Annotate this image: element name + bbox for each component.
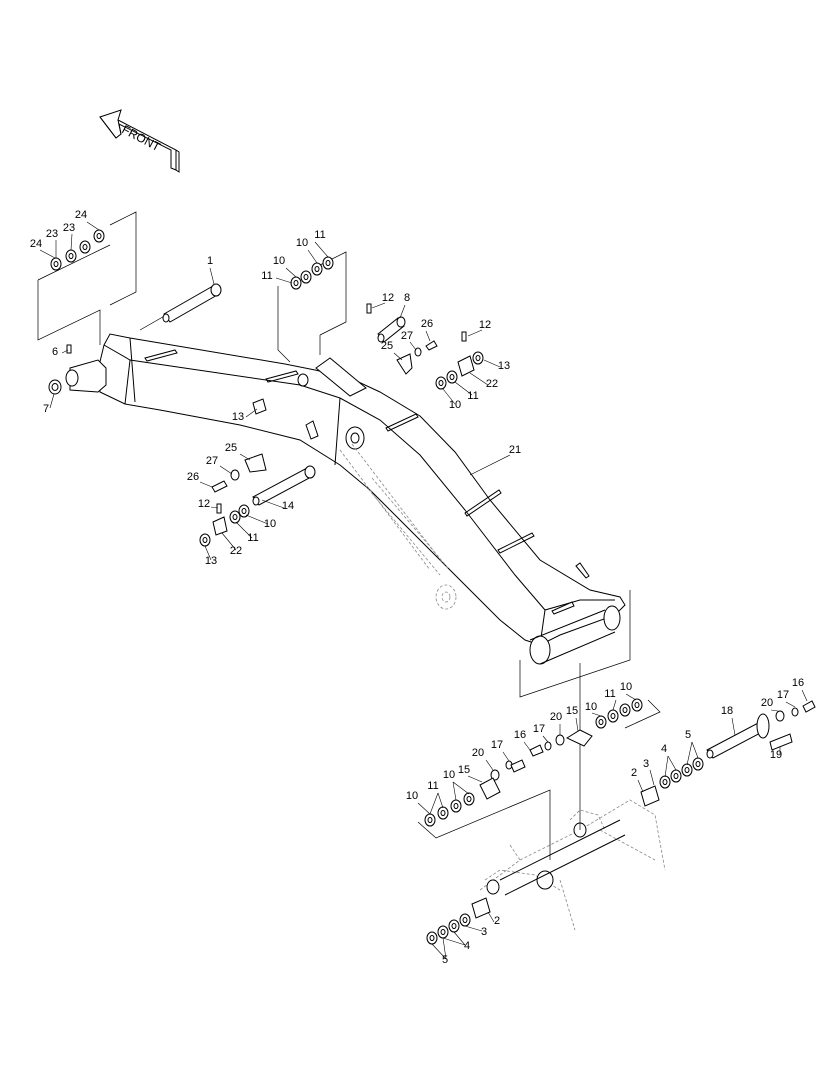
callout-3: 3 — [643, 758, 649, 770]
callout-8: 8 — [404, 292, 410, 304]
front-arrow-icon: FRONT — [99, 109, 180, 173]
callout-16: 16 — [514, 729, 526, 741]
callout-16: 16 — [792, 677, 804, 689]
callout-4: 4 — [661, 743, 667, 755]
callout-10: 10 — [264, 518, 276, 530]
boom-structure — [65, 333, 626, 665]
callout-17: 17 — [777, 689, 789, 701]
callout-5: 5 — [685, 729, 691, 741]
callout-20: 20 — [550, 711, 562, 723]
parts-group-lower-right — [640, 700, 816, 807]
callout-18: 18 — [721, 705, 733, 717]
callout-15: 15 — [566, 705, 578, 717]
callout-10: 10 — [406, 790, 418, 802]
detail-frames — [37, 211, 661, 860]
callout-10: 10 — [449, 399, 461, 411]
callout-2: 2 — [494, 915, 500, 927]
callout-26: 26 — [187, 471, 199, 483]
callout-10: 10 — [585, 701, 597, 713]
callout-11: 11 — [261, 270, 272, 282]
callout-21: 21 — [509, 444, 521, 456]
callout-10: 10 — [273, 255, 285, 267]
callout-10: 10 — [443, 769, 455, 781]
callout-10: 10 — [296, 237, 308, 249]
parts-group-mid-left — [199, 420, 319, 547]
leader-lines — [39, 221, 808, 960]
callout-27: 27 — [401, 330, 413, 342]
callout-27: 27 — [206, 455, 218, 467]
callout-12: 12 — [382, 292, 394, 304]
callout-3: 3 — [481, 926, 487, 938]
parts-group-top-middle — [252, 256, 484, 415]
callout-11: 11 — [604, 688, 615, 700]
callout-13: 13 — [205, 555, 217, 567]
callout-13: 13 — [498, 360, 510, 372]
callout-12: 12 — [479, 319, 491, 331]
callout-11: 11 — [314, 229, 325, 241]
callout-17: 17 — [491, 739, 503, 751]
callout-20: 20 — [761, 697, 773, 709]
parts-group-lower-center — [424, 698, 643, 827]
callout-2: 2 — [631, 767, 637, 779]
callout-25: 25 — [225, 442, 237, 454]
callout-1: 1 — [207, 255, 213, 267]
callout-14: 14 — [282, 500, 294, 512]
callout-23: 23 — [46, 228, 58, 240]
callout-17: 17 — [533, 723, 545, 735]
callout-7: 7 — [43, 403, 49, 415]
callout-19: 19 — [770, 749, 782, 761]
callout-24: 24 — [30, 238, 42, 250]
callout-10: 10 — [620, 681, 632, 693]
callout-5: 5 — [442, 954, 448, 966]
callout-13: 13 — [232, 411, 244, 423]
front-arrow-label: FRONT — [120, 122, 164, 154]
arm-end-phantom — [479, 799, 666, 931]
callout-22: 22 — [486, 378, 498, 390]
callout-24: 24 — [75, 209, 87, 221]
parts-group-top-left — [48, 229, 222, 395]
callout-15: 15 — [458, 764, 470, 776]
callout-23: 23 — [63, 222, 75, 234]
callout-11: 11 — [247, 532, 258, 544]
callout-26: 26 — [421, 318, 433, 330]
arm-cylinder-phantom — [339, 443, 457, 610]
callout-4: 4 — [464, 940, 470, 952]
callout-6: 6 — [52, 346, 58, 358]
callout-11: 11 — [467, 390, 478, 402]
callout-12: 12 — [198, 498, 210, 510]
callout-20: 20 — [472, 747, 484, 759]
callout-22: 22 — [230, 545, 242, 557]
callout-25: 25 — [381, 340, 393, 352]
callout-11: 11 — [427, 780, 438, 792]
